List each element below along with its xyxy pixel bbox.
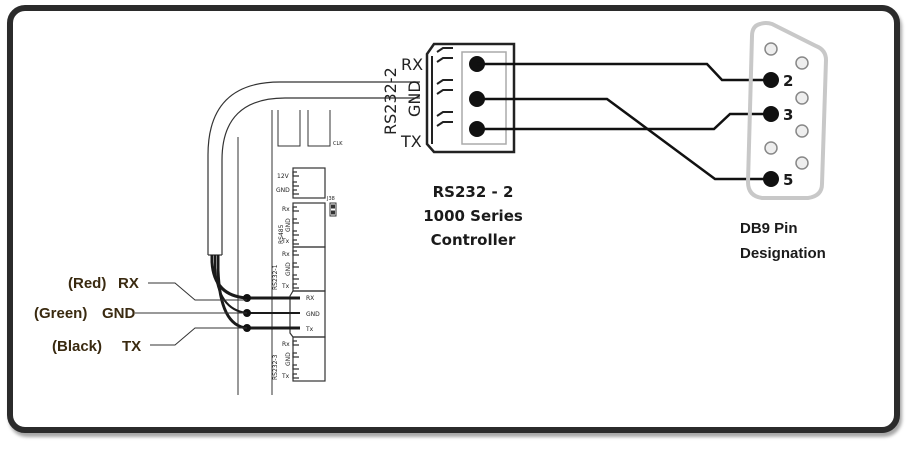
power-header: [292, 167, 326, 199]
connector-port-label: RS232-2: [381, 67, 400, 135]
rs232-3-tx: Tx: [281, 373, 290, 380]
rs232-3-gnd: GND: [285, 352, 292, 366]
board-rx-label: RX: [306, 295, 314, 302]
db9-pin-3: [763, 106, 779, 122]
db9-caption-line1: DB9 Pin: [740, 220, 798, 237]
db9-caption-line2: Designation: [740, 245, 826, 262]
rs232-1-name: RS232-1: [272, 264, 279, 290]
wire-label-gnd-signal: GND: [102, 305, 136, 322]
rs232-3-name: RS232-3: [272, 354, 279, 380]
db9-pin-2: [763, 72, 779, 88]
power-gnd-label: GND: [276, 187, 290, 194]
connector-gnd-label: GND: [405, 80, 424, 117]
rs232-1-tx: Tx: [281, 283, 290, 290]
board-tx-label: Tx: [305, 326, 314, 333]
db9-pin-8: [795, 124, 809, 138]
jumper-j38: [329, 202, 337, 217]
connector-tx-label: TX: [400, 132, 422, 151]
wire-label-gnd-color: (Green): [34, 305, 87, 322]
db9-pins-used: [763, 72, 779, 187]
db9-pin-3-label: 3: [783, 106, 793, 124]
board-gnd-label: GND: [306, 311, 320, 318]
rs232-3-rx: Rx: [282, 341, 290, 348]
rs232-1-rx: Rx: [282, 251, 290, 258]
controller-caption-line3: Controller: [431, 231, 516, 249]
wire-leaders: [135, 282, 247, 346]
db9-pin-5-label: 5: [783, 171, 793, 189]
wire-label-rx-color: (Red): [68, 275, 106, 292]
controller-caption-line1: RS232 - 2: [433, 183, 514, 201]
rs485-name: RS485: [278, 224, 285, 244]
db9-pin-9: [795, 156, 809, 170]
db9-pin-6: [795, 56, 809, 70]
db9-pin-4: [764, 141, 778, 155]
rs485-header: [292, 202, 326, 248]
rs485-rx: Rx: [282, 206, 290, 213]
jumper-label: J38: [326, 196, 335, 202]
db9-pin-5: [763, 171, 779, 187]
terminal-block: [425, 42, 516, 154]
power-12v-label: 12V: [277, 173, 290, 180]
wire-rx-to-pin2: [477, 62, 770, 82]
wire-label-tx-signal: TX: [122, 338, 141, 355]
wire-gnd-to-pin5: [477, 97, 770, 181]
rs232-1-header: [292, 246, 326, 292]
board-outline: [237, 110, 331, 395]
rs485-gnd: GND: [285, 218, 292, 232]
wire-tx-to-pin3: [477, 112, 770, 131]
wire-label-tx-color: (Black): [52, 338, 102, 355]
rs232-3-header: [292, 336, 326, 382]
clk-label: CLK: [333, 141, 343, 147]
db9-pin-2-label: 2: [783, 72, 793, 90]
db9-shell: [745, 21, 829, 200]
db9-wiring: [477, 62, 770, 181]
db9-pin-7: [795, 91, 809, 105]
rs485-tx: Tx: [281, 238, 290, 245]
rs232-1-gnd: GND: [285, 262, 292, 276]
db9-pins-empty: [764, 42, 809, 170]
db9-pin-1: [764, 42, 778, 56]
connector-dots: [469, 56, 485, 137]
connector-rx-label: RX: [401, 55, 423, 74]
controller-caption-line2: 1000 Series: [423, 207, 523, 225]
wire-label-rx-signal: RX: [118, 275, 139, 292]
